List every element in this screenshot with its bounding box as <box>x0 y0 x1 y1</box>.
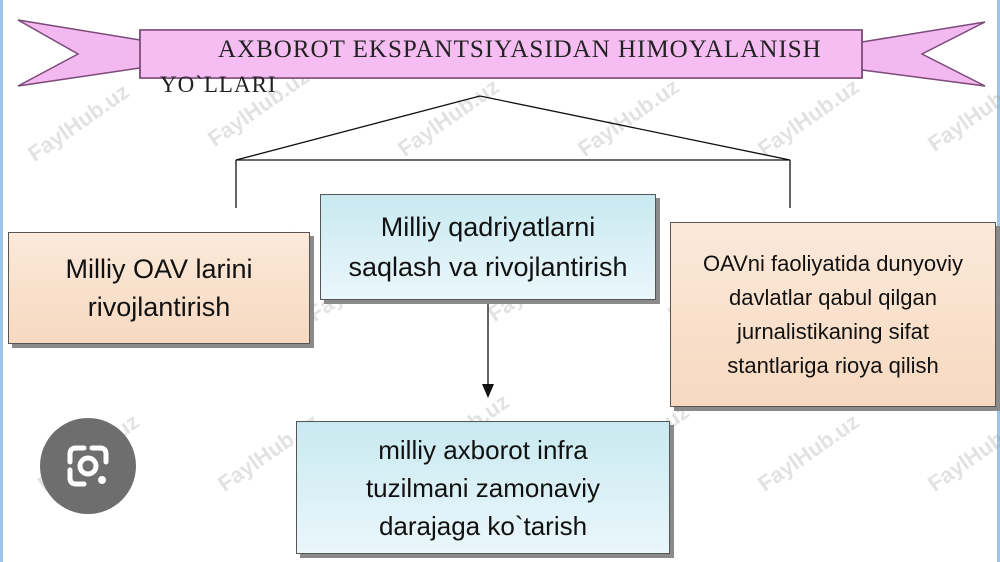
box-oav-faoliyati: OAVni faoliyatida dunyoviy davlatlar qab… <box>670 222 996 407</box>
connector-apex-left <box>235 95 481 161</box>
google-lens-button[interactable] <box>40 418 136 514</box>
box-right-line1: OAVni faoliyatida dunyoviy <box>702 250 964 276</box>
box-right-line2: davlatlar qabul qilgan <box>729 284 937 310</box>
box-right-line3: jurnalistikaning sifat <box>737 318 929 344</box>
box-center-line2: saqlash va rivojlantirish <box>348 252 628 282</box>
connector-apex-right <box>479 95 791 161</box>
arrow-head-icon <box>482 384 494 398</box>
banner-panel <box>139 29 863 79</box>
left-frame-border <box>0 0 3 562</box>
box-bottom-line1: milliy axborot infra <box>378 434 588 465</box>
box-axborot-infratuzilma: milliy axborot infra tuzilmani zamonaviy… <box>296 421 670 554</box>
banner-title-line2: YO`LLARI <box>160 72 277 97</box>
box-bottom-line3: darajaga ko`tarish <box>378 510 588 541</box>
box-left-line2: rivojlantirish <box>87 292 231 322</box>
box-bottom-line2: tuzilmani zamonaviy <box>365 472 601 503</box>
box-right-line4: stantlariga rioya qilish <box>727 352 939 378</box>
google-lens-icon <box>67 445 109 487</box>
box-milliy-oav: Milliy OAV larini rivojlantirish <box>8 232 310 344</box>
title-banner <box>17 19 986 87</box>
box-center-line1: Milliy qadriyatlarni <box>380 212 596 242</box>
box-left-line1: Milliy OAV larini <box>65 254 253 284</box>
banner-title: AXBOROT EKSPANTSIYASIDAN HIMOYALANISH <box>218 36 822 63</box>
box-milliy-qadriyatlar: Milliy qadriyatlarni saqlash va rivojlan… <box>320 194 656 300</box>
right-frame-border <box>997 0 1000 562</box>
